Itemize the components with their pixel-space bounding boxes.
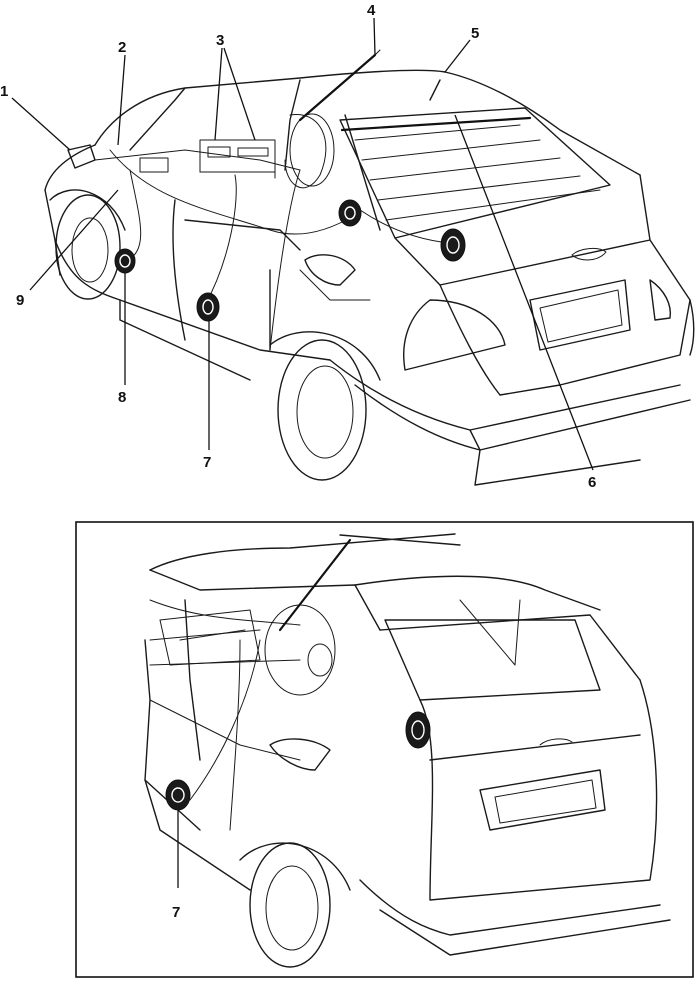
leader-3a: [214, 47, 223, 141]
callout-9: 9: [16, 292, 24, 309]
callout-6: 6: [588, 474, 596, 491]
wagon-inset: [75, 521, 694, 978]
leader-5: [444, 39, 471, 73]
sedan-illustration: [44, 49, 695, 486]
callout-2: 2: [118, 39, 126, 56]
leader-3b: [223, 47, 256, 141]
leader-9: [29, 189, 119, 291]
leader-4: [373, 17, 376, 56]
leader-2: [117, 54, 126, 146]
callout-leaders: [11, 17, 594, 888]
callout-7-wagon: 7: [172, 904, 180, 921]
callout-4: 4: [367, 2, 376, 19]
callout-1: 1: [0, 83, 8, 100]
callout-3: 3: [216, 32, 224, 49]
callout-7-sedan: 7: [203, 454, 211, 471]
callout-labels: 1 2 3 4 5 6 7 8 9 7: [0, 2, 596, 921]
callout-5: 5: [471, 25, 479, 42]
inset-frame: [75, 521, 694, 978]
callout-8: 8: [118, 389, 126, 406]
leader-6: [454, 114, 594, 471]
leader-1: [11, 97, 71, 151]
